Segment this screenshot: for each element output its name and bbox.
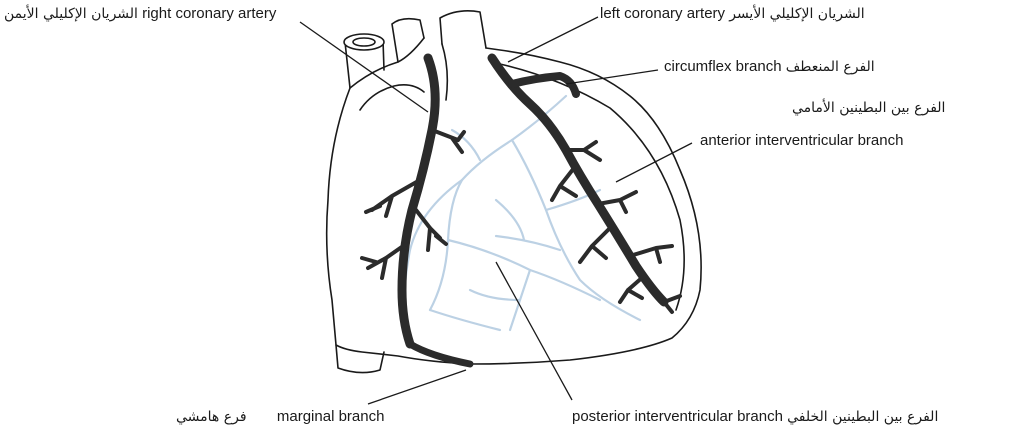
label-circumflex-branch: circumflex branch الفرع المنعطف (664, 58, 875, 76)
label-anterior-interventricular-en: anterior interventricular branch (700, 132, 903, 150)
label-left-coronary-artery: left coronary artery الشريان الإكليلي ال… (600, 5, 865, 23)
label-right-coronary-artery-ar: الشريان الإكليلي الأيمن (4, 6, 138, 22)
label-marginal-branch-ar: فرع هامشي (176, 409, 247, 425)
label-posterior-interventricular-branch: posterior interventricular branch الفرع … (572, 408, 938, 426)
right-atrium-edge (360, 85, 424, 110)
label-left-coronary-artery-ar: الشريان الإكليلي الأيسر (729, 6, 864, 22)
label-circumflex-branch-ar: الفرع المنعطف (786, 59, 875, 75)
leader-anterior (616, 143, 692, 182)
label-circumflex-branch-en: circumflex branch (664, 58, 782, 75)
label-posterior-interventricular-branch-ar: الفرع بين البطينين الخلفي (787, 409, 938, 425)
label-marginal-branch: فرع هامشي marginal branch (176, 408, 384, 426)
label-right-coronary-artery: الشريان الإكليلي الأيمن right coronary a… (4, 5, 276, 23)
label-anterior-interventricular-ar: الفرع بين البطينين الأمامي (792, 98, 945, 117)
inferior-vena-cava (336, 345, 384, 373)
label-right-coronary-artery-en: right coronary artery (142, 5, 276, 22)
label-posterior-interventricular-branch-en: posterior interventricular branch (572, 408, 783, 425)
leader-left-coronary (508, 17, 598, 62)
label-left-coronary-artery-en: left coronary artery (600, 5, 725, 22)
leader-lines (300, 17, 692, 404)
right-coronary-artery-path (402, 58, 435, 344)
label-marginal-branch-en: marginal branch (277, 408, 385, 425)
pulmonary-trunk (440, 11, 486, 48)
leader-circumflex (566, 70, 658, 84)
coronary-arteries (362, 58, 680, 364)
marginal-branch-path (410, 344, 470, 364)
leader-marginal (368, 370, 466, 404)
